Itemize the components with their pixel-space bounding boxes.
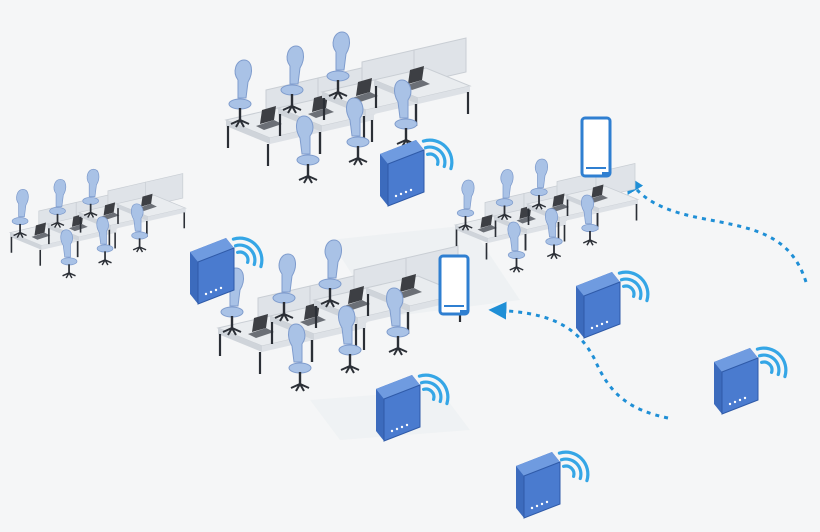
wifi-signal-icon xyxy=(557,450,590,483)
laptop xyxy=(408,66,424,84)
desk-cluster-right xyxy=(453,158,640,273)
office-chair xyxy=(96,216,114,266)
laptop xyxy=(356,78,372,96)
office-chair xyxy=(530,158,548,210)
tablet-center xyxy=(438,254,470,316)
laptop xyxy=(480,214,493,228)
access-point-center xyxy=(376,373,450,442)
office-chair xyxy=(338,305,362,374)
wifi-signal-icon xyxy=(617,270,650,303)
office-chair xyxy=(346,97,370,166)
access-point-top xyxy=(380,138,454,207)
office-chair xyxy=(318,239,342,308)
desk-block xyxy=(372,37,472,126)
office-chair xyxy=(296,115,320,184)
laptop xyxy=(252,314,268,332)
office-chair xyxy=(272,253,296,322)
laptop xyxy=(552,193,565,207)
office-chair xyxy=(507,221,526,273)
access-point-left xyxy=(190,236,264,305)
office-chair xyxy=(456,179,475,231)
access-point-right xyxy=(576,270,650,339)
desk-cluster-left xyxy=(8,168,187,279)
desk-cluster-top xyxy=(224,31,472,184)
laptop xyxy=(348,286,364,304)
office-chair xyxy=(280,45,304,114)
laptop xyxy=(103,202,116,216)
office-chair xyxy=(130,203,148,253)
office-chair xyxy=(82,168,100,218)
access-point-bottom xyxy=(516,450,590,519)
office-chair xyxy=(386,287,410,356)
office-chair xyxy=(326,31,350,100)
office-chair xyxy=(11,189,29,238)
laptop xyxy=(591,184,604,198)
office-chair xyxy=(288,323,312,392)
roaming-path-center xyxy=(488,301,669,420)
tablet-top-right xyxy=(580,116,612,178)
wifi-signal-icon xyxy=(421,138,454,171)
wifi-signal-icon xyxy=(417,373,450,406)
office-chair xyxy=(228,59,252,128)
office-chair xyxy=(60,229,78,279)
wifi-signal-icon xyxy=(755,346,788,379)
desk-block xyxy=(115,173,187,237)
desk-cluster-center xyxy=(216,239,464,392)
roaming-path-right xyxy=(626,174,808,283)
office-chair xyxy=(49,178,67,228)
laptop xyxy=(34,222,46,236)
office-chair xyxy=(495,169,514,221)
laptop xyxy=(260,106,276,124)
office-chair xyxy=(581,194,599,246)
wifi-signal-icon xyxy=(231,236,264,269)
laptop xyxy=(400,274,416,292)
office-chair xyxy=(545,208,563,260)
access-point-far-right xyxy=(714,346,788,415)
laptop xyxy=(141,193,153,207)
